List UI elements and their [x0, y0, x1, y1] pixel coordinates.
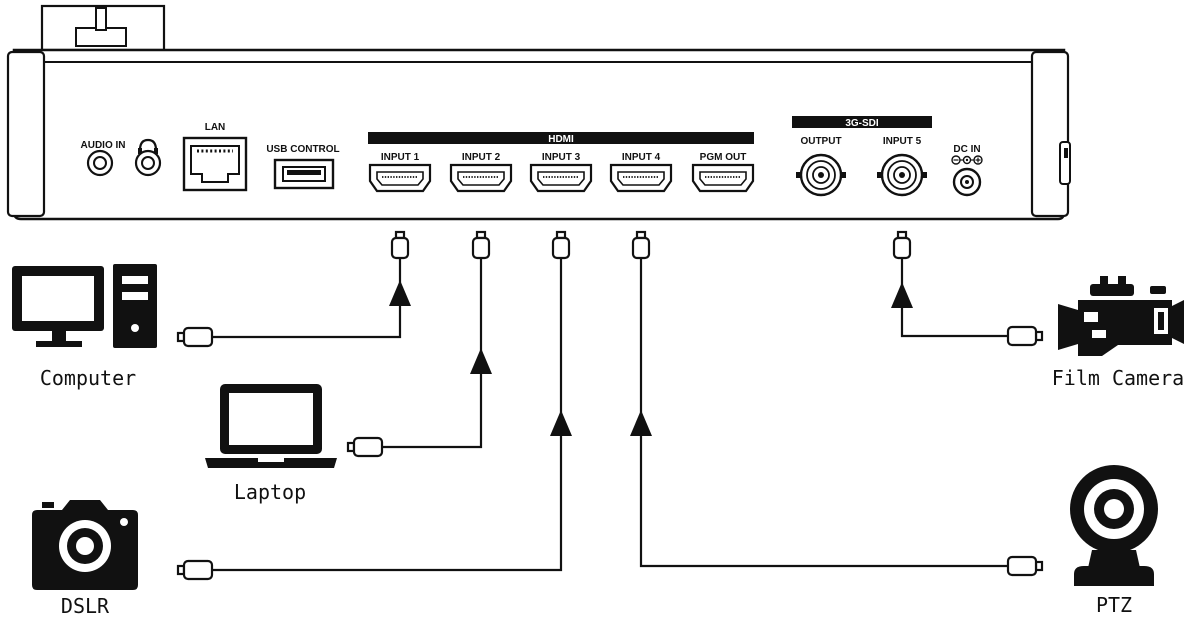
headphone-port: [134, 138, 162, 177]
hdmi-input-4-port: INPUT 4: [609, 152, 673, 193]
headphone-icon: [138, 138, 158, 154]
computer-label: Computer: [40, 366, 136, 390]
dslr-camera-icon: [32, 500, 138, 590]
hdmi-port-icon: [449, 163, 513, 193]
hdmi-input-2-port: INPUT 2: [449, 152, 513, 193]
film-camera-label: Film Camera: [1052, 366, 1184, 390]
sdi-output-port: OUTPUT: [794, 136, 848, 197]
cable-dslr-input-3: [176, 230, 572, 581]
pgm-out-label: PGM OUT: [700, 152, 747, 163]
usb-control-label: USB CONTROL: [266, 144, 339, 155]
hdmi-port-icon: [529, 163, 593, 193]
source-laptop: Laptop: [205, 384, 337, 504]
rj45-port-icon: [182, 136, 248, 192]
dc-jack-icon: [952, 167, 982, 197]
hdmi-group-label: HDMI: [548, 134, 574, 145]
dc-in-label: DC IN: [953, 144, 980, 155]
dslr-label: DSLR: [61, 594, 110, 617]
hdmi-port-icon: [368, 163, 432, 193]
usb-control-port: USB CONTROL: [266, 144, 340, 190]
film-camera-icon: [1058, 276, 1184, 356]
sdi-group: 3G-SDI: [792, 116, 932, 129]
hdmi-input-2-label: INPUT 2: [462, 152, 501, 163]
cable-ptz-input-4: [630, 230, 1044, 577]
hdmi-input-4-label: INPUT 4: [622, 152, 661, 163]
hdmi-input-1-port: INPUT 1: [368, 152, 432, 193]
sdi-input-5-label: INPUT 5: [883, 136, 922, 147]
cable-film-camera-input-5: [891, 230, 1044, 347]
usb-port-icon: [273, 158, 335, 190]
source-computer: Computer: [12, 264, 157, 390]
sdi-group-label: 3G-SDI: [845, 118, 879, 129]
computer-icon: [12, 264, 157, 348]
source-ptz: PTZ: [1070, 465, 1158, 617]
hdmi-input-1-label: INPUT 1: [381, 152, 420, 163]
cable-laptop-input-2: [346, 230, 492, 458]
sdi-output-label: OUTPUT: [800, 136, 841, 147]
hdmi-input-3-port: INPUT 3: [529, 152, 593, 193]
hdmi-port-icon: [691, 163, 755, 193]
source-dslr: DSLR: [32, 500, 138, 617]
hdmi-group: HDMI: [368, 132, 754, 145]
audio-in-port: AUDIO IN: [81, 140, 126, 177]
sdi-input-5-port: INPUT 5: [875, 136, 929, 197]
hdmi-input-3-label: INPUT 3: [542, 152, 581, 163]
dc-in-port: DC IN: [951, 144, 983, 197]
hdmi-port-icon: [609, 163, 673, 193]
ptz-label: PTZ: [1096, 593, 1132, 617]
laptop-icon: [205, 384, 337, 468]
laptop-label: Laptop: [234, 480, 306, 504]
source-film-camera: Film Camera: [1052, 276, 1184, 390]
lan-label: LAN: [205, 122, 226, 133]
dc-polarity-icon: [951, 155, 983, 165]
ptz-camera-icon: [1070, 465, 1158, 586]
lan-port: LAN: [182, 122, 248, 192]
audio-in-label: AUDIO IN: [81, 140, 126, 151]
pgm-out-port: PGM OUT: [691, 152, 755, 193]
cable-computer-input-1: [176, 230, 411, 348]
